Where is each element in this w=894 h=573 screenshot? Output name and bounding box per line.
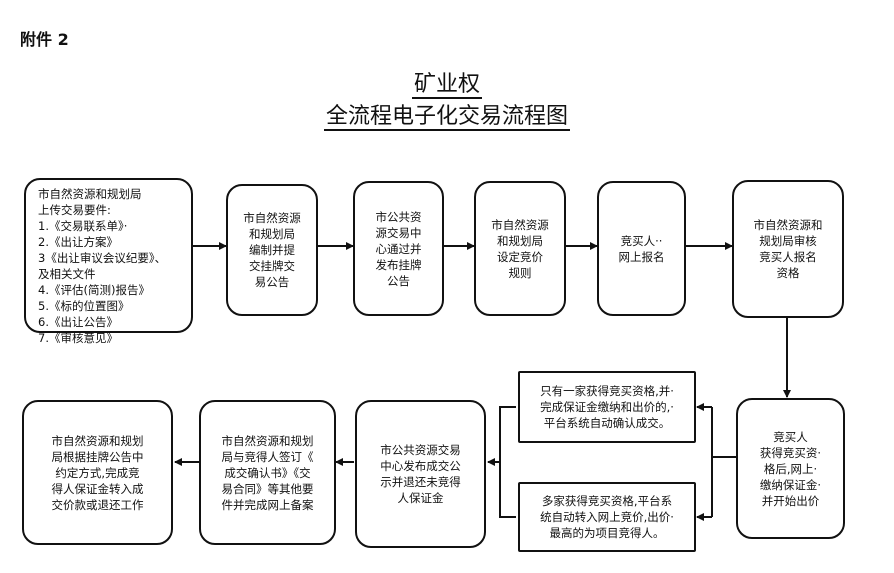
step-upload-documents: 市自然资源和规划局 上传交易要件: 1.《交易联系单》· 2.《出让方案》 3《…: [24, 178, 193, 345]
step-online-registration: 竞买人·· 网上报名: [597, 181, 686, 316]
step-transfer-deposit: 市自然资源和规划 局根据挂牌公告中 约定方式,完成竞 得人保证金转入成 交价款或…: [22, 400, 173, 545]
step-publish-listing: 市公共资 源交易中 心通过并 发布挂牌 公告: [353, 181, 444, 316]
step-prepare-listing: 市自然资源 和规划局 编制并提 交挂牌交 易公告: [226, 184, 318, 316]
step-sign-contract: 市自然资源和规划 局与竞得人签订《 成交确认书》《交 易合同》等其他要 件并完成…: [199, 400, 336, 545]
option-multiple-bidders: 多家获得竞买资格,平台系 统自动转入网上竞价,出价· 最高的为项目竞得人。: [518, 482, 696, 552]
diagram-title-line1: 矿业权: [411, 72, 482, 99]
step-publish-result: 市公共资源交易 中心发布成交公 示并退还未竞得 人保证金: [355, 400, 486, 548]
option-single-bidder: 只有一家获得竞买资格,并· 完成保证金缴纳和出价的,· 平台系统自动确认成交。: [518, 371, 696, 443]
diagram-title-line2: 全流程电子化交易流程图: [323, 104, 570, 131]
bracket-options: [499, 406, 516, 518]
step-review-qualification: 市自然资源和 规划局审核 竞买人报名 资格: [732, 180, 844, 318]
attachment-label: 附件 2: [20, 30, 69, 49]
step-bidder-deposit: 竞买人 获得竞买资· 格后,网上· 缴纳保证金· 并开始出价: [736, 398, 845, 539]
step-set-bidding-rules: 市自然资源 和规划局 设定竞价 规则: [474, 181, 566, 316]
step-upload-text: 市自然资源和规划局 上传交易要件: 1.《交易联系单》· 2.《出让方案》 3《…: [38, 187, 167, 345]
